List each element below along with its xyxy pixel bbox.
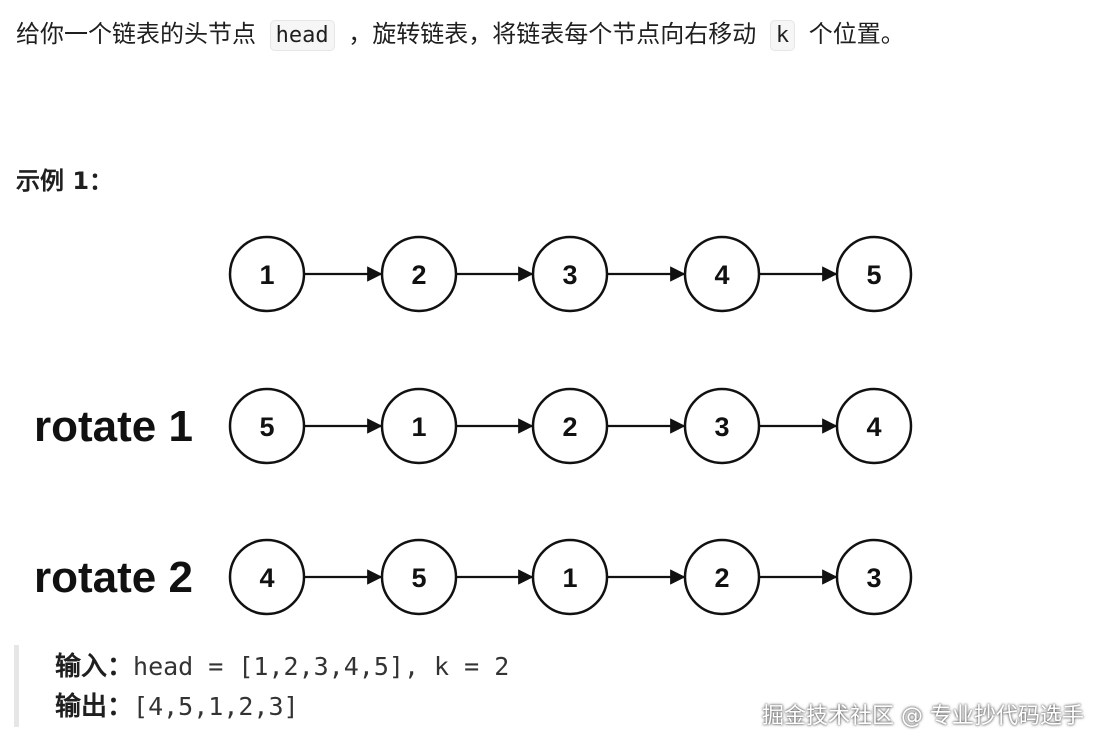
- list-node: [531, 538, 609, 616]
- node-value: 3: [866, 563, 881, 593]
- list-node: [228, 387, 306, 465]
- list-node: [683, 235, 761, 313]
- node-value: 4: [866, 412, 881, 442]
- output-line: 输出：[4,5,1,2,3]: [55, 687, 299, 727]
- diagram-row-2: rotate 1 5 1 2 3 4: [34, 387, 913, 465]
- list-node: [683, 387, 761, 465]
- list-node: [531, 387, 609, 465]
- node-value: 1: [411, 412, 426, 442]
- node-value: 5: [259, 412, 274, 442]
- input-value: head = [1,2,3,4,5], k = 2: [133, 652, 510, 681]
- node-value: 5: [411, 563, 426, 593]
- diagram-row-3: rotate 2 4 5 1 2 3: [34, 538, 913, 616]
- input-label: 输入：: [55, 652, 134, 682]
- code-head: head: [269, 20, 335, 51]
- list-node: [683, 538, 761, 616]
- intro-text-before: 给你一个链表的头节点: [16, 20, 256, 48]
- list-node: [380, 538, 458, 616]
- watermark: 掘金技术社区 @ 专业抄代码选手: [762, 704, 1084, 729]
- example-title: 示例 1：: [16, 167, 114, 195]
- node-value: 2: [714, 563, 729, 593]
- list-node: [835, 235, 913, 313]
- code-k: k: [769, 20, 796, 51]
- intro-text-after: 个位置。: [808, 20, 905, 48]
- node-value: 3: [714, 412, 729, 442]
- node-value: 2: [411, 260, 426, 290]
- problem-description: 给你一个链表的头节点 head ，旋转链表，将链表每个节点向右移动 k 个位置。: [16, 14, 905, 56]
- node-value: 1: [562, 563, 577, 593]
- row-label: rotate 2: [34, 553, 193, 602]
- row-label: rotate 1: [34, 402, 193, 451]
- node-value: 4: [714, 260, 729, 290]
- list-node: [380, 387, 458, 465]
- input-line: 输入：head = [1,2,3,4,5], k = 2: [55, 647, 509, 687]
- node-value: 4: [259, 563, 274, 593]
- output-value: [4,5,1,2,3]: [133, 692, 299, 721]
- intro-text-middle: ，旋转链表，将链表每个节点向右移动: [348, 20, 757, 48]
- list-node: [228, 235, 306, 313]
- output-label: 输出：: [55, 692, 134, 722]
- list-node: [835, 538, 913, 616]
- diagram-row-1: 1 2 3 4 5: [228, 235, 913, 313]
- list-node: [380, 235, 458, 313]
- node-value: 2: [562, 412, 577, 442]
- node-value: 1: [259, 260, 274, 290]
- linked-list-diagram: 1 2 3 4 5 rotate 1 5 1 2 3 4 rotate 2 4 5 1 2 3: [34, 235, 913, 616]
- list-node: [531, 235, 609, 313]
- list-node: [228, 538, 306, 616]
- node-value: 5: [866, 260, 881, 290]
- list-node: [835, 387, 913, 465]
- node-value: 3: [562, 260, 577, 290]
- example-io-block: 输入：head = [1,2,3,4,5], k = 2 输出：[4,5,1,2…: [14, 645, 1099, 727]
